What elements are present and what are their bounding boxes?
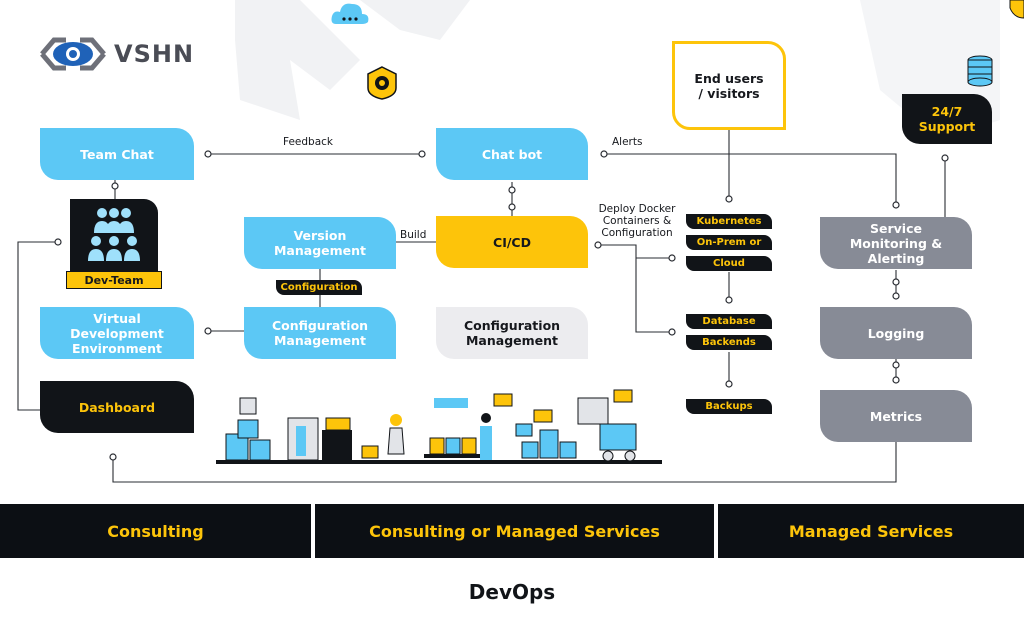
backups-tag: Backups: [686, 399, 772, 414]
dashboard-box: Dashboard: [40, 381, 194, 433]
corner-shape-icon: [1009, 0, 1024, 19]
on-prem-tag: On-Prem or: [686, 235, 772, 250]
logging-box: Logging: [820, 307, 972, 359]
version-management-box: Version Management: [244, 217, 396, 269]
feedback-label: Feedback: [283, 136, 334, 148]
virtual-dev-env-box: Virtual Development Environment: [40, 307, 194, 359]
deploy-label: Deploy Docker Containers & Configuration: [598, 203, 676, 239]
end-users-box: End users / visitors: [672, 41, 786, 130]
gear-shield-icon: [367, 66, 397, 100]
cloud-server-icon: [331, 3, 369, 24]
alerts-label: Alerts: [612, 136, 643, 148]
service-monitoring-box: Service Monitoring & Alerting: [820, 217, 972, 269]
team-chat-box: Team Chat: [40, 128, 194, 180]
eye-logo-icon: [40, 37, 106, 71]
managed-services-bar: Managed Services: [718, 504, 1024, 558]
database-tag: Database: [686, 314, 772, 329]
chat-bot-box: Chat bot: [436, 128, 588, 180]
config-management-blue-box: Configuration Management: [244, 307, 396, 359]
dev-team-icon: [70, 199, 158, 271]
footer-title: DevOps: [468, 580, 556, 604]
cloud-tag: Cloud: [686, 256, 772, 271]
backends-tag: Backends: [686, 335, 772, 350]
brand-name: VSHN: [114, 40, 195, 68]
build-label: Build: [400, 229, 427, 241]
consulting-bar: Consulting: [0, 504, 311, 558]
cicd-box: CI/CD: [436, 216, 588, 268]
consulting-managed-bar: Consulting or Managed Services: [315, 504, 714, 558]
vshn-logo: VSHN: [40, 36, 210, 72]
configuration-tag: Configuration: [276, 280, 362, 295]
support-box: 24/7 Support: [902, 94, 992, 144]
dev-team-label: Dev-Team: [66, 271, 162, 289]
metrics-box: Metrics: [820, 390, 972, 442]
devops-illustration: [216, 389, 662, 464]
database-icon: [967, 55, 993, 87]
kubernetes-tag: Kubernetes: [686, 214, 772, 229]
config-management-gray-box: Configuration Management: [436, 307, 588, 359]
